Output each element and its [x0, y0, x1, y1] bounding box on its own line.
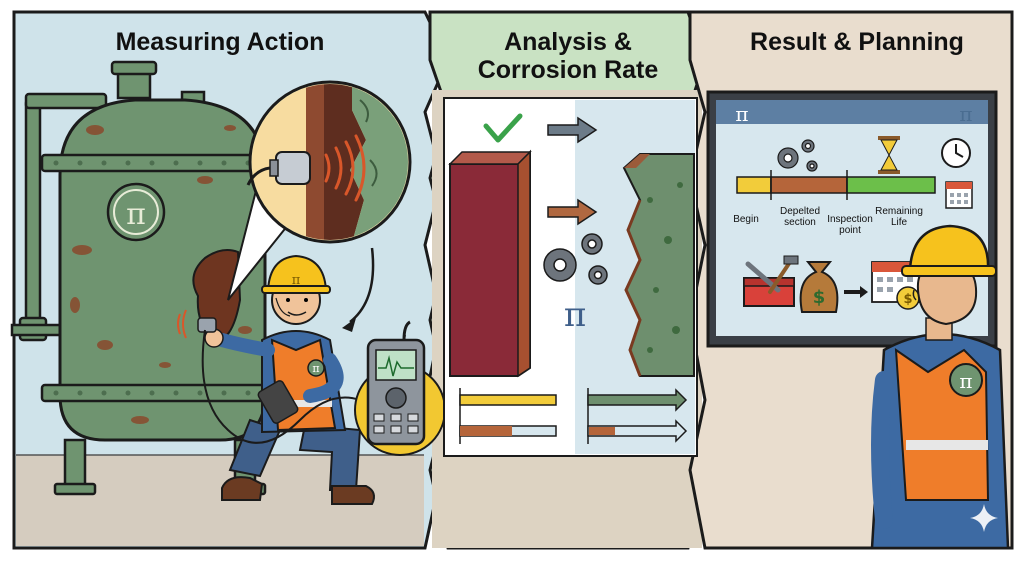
- panel-1-title: Measuring Action: [115, 28, 325, 56]
- timeline-label-inspection-2: point: [839, 225, 861, 236]
- hourglass-icon: [878, 136, 900, 174]
- analysis-pi-symbol: π: [564, 295, 586, 335]
- panel-2-title-line1: Analysis &: [504, 28, 632, 56]
- ultrasonic-probe-icon: [246, 151, 311, 186]
- clock-icon: [941, 138, 971, 168]
- vessel-logo-symbol: π: [126, 197, 146, 232]
- sound-wave-icon: [324, 134, 366, 202]
- life-timeline-bar: [736, 170, 936, 200]
- gears-icon-monitor: [777, 139, 818, 172]
- svg-text:$: $: [813, 287, 826, 308]
- arrow-icon-rust: [547, 198, 598, 226]
- timeline-label-depleted-1: Depelted: [779, 206, 821, 217]
- hard-hat-icon-large: [901, 224, 997, 277]
- helmet-logo-symbol: π: [292, 273, 301, 288]
- technician-kneeling: π π: [197, 254, 406, 505]
- thickness-gauge-icon: [354, 320, 446, 456]
- check-icon: [483, 113, 523, 143]
- arrow-icon-small: [844, 286, 868, 298]
- vessel-logo: π: [106, 182, 166, 242]
- vessel-pipes: [10, 92, 108, 342]
- sparkle-icon: [970, 504, 998, 532]
- svg-text:$: $: [903, 292, 912, 307]
- vest-logo-symbol: π: [312, 362, 319, 375]
- toolbox-icon: [743, 255, 799, 307]
- sound-wave-small-icon: [177, 309, 187, 339]
- gears-icon: [543, 233, 608, 285]
- timeline-label-begin: Begin: [733, 214, 759, 225]
- money-bag-icon: $: [799, 261, 839, 313]
- timeline-label-depleted-2: section: [784, 217, 816, 228]
- arrow-icon: [547, 116, 598, 144]
- monitor-logo-left: π: [735, 102, 748, 126]
- timeline-label-remaining-1: Remaining: [875, 206, 923, 217]
- curved-arrow-icon: [349, 247, 375, 323]
- dollar-coin-icon: $: [896, 286, 920, 310]
- engineer-vest-logo: π: [959, 369, 972, 393]
- ultrasonic-zoom-callout: [227, 80, 412, 301]
- panel-2-title-line2: Corrosion Rate: [477, 56, 659, 84]
- corroded-plate: [622, 153, 695, 377]
- engineer-standing: π: [870, 224, 1010, 550]
- rate-bars: [459, 388, 688, 444]
- timeline-label-inspection-1: Inspection: [827, 214, 873, 225]
- intact-plate: [448, 149, 532, 378]
- timeline-label-remaining-2: Life: [890, 217, 908, 228]
- monitor-logo-right: π: [959, 102, 972, 126]
- calendar-icon: [945, 181, 973, 209]
- panel-3-title: Result & Planning: [750, 28, 964, 56]
- hard-hat-icon: π: [261, 254, 331, 294]
